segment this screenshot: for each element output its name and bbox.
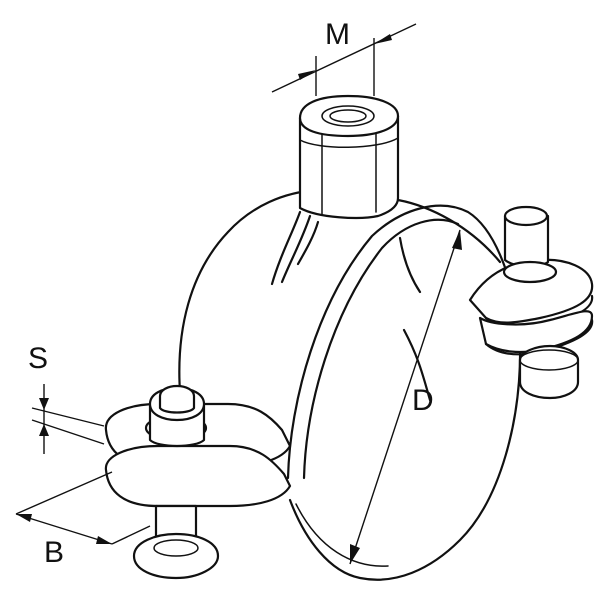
label-d: D [412, 384, 434, 417]
dimension-s [31, 384, 105, 454]
dimension-d [349, 229, 462, 565]
left-flange [104, 384, 292, 580]
weld-seam [270, 210, 320, 286]
dimension-b [15, 471, 151, 545]
label-s: S [28, 342, 48, 375]
label-m: M [325, 18, 350, 51]
label-b: B [44, 536, 64, 569]
dimension-m [271, 23, 417, 96]
right-flange [468, 205, 594, 400]
hex-nut [298, 94, 400, 220]
clamp-band-front [286, 204, 522, 581]
